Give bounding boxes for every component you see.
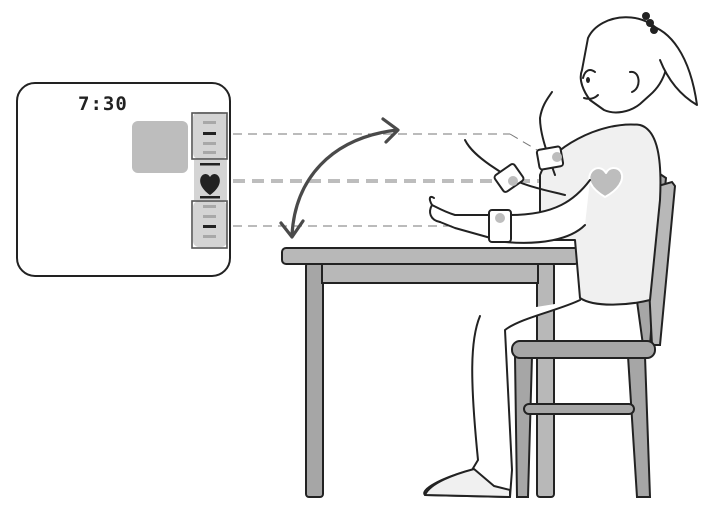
heart-icon <box>200 174 220 195</box>
monitor-display: 7:30 <box>16 82 231 277</box>
person <box>423 12 698 498</box>
movement-arrow <box>279 117 400 239</box>
indicator-above <box>191 112 228 160</box>
table <box>281 247 580 498</box>
display-time: 7:30 <box>78 93 128 115</box>
heart-level-icon <box>588 167 624 198</box>
indicator-heart <box>194 160 227 200</box>
indicator-below <box>191 200 228 249</box>
display-reading-area <box>132 121 188 173</box>
